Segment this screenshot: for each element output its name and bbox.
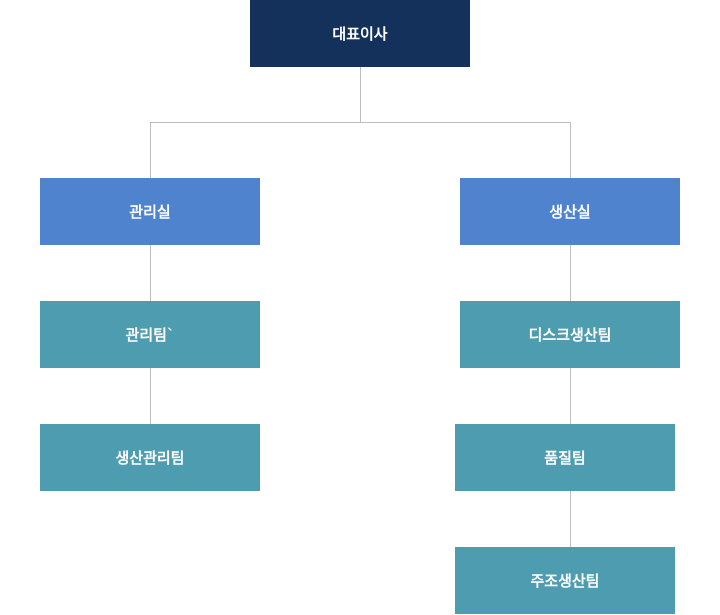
connector-to-dept-right [570, 122, 571, 178]
team-disc-production-label: 디스크생산팀 [528, 326, 612, 344]
team-management-box: 관리팀` [40, 301, 260, 368]
connector-right-team2-team3 [570, 491, 571, 547]
connector-horizontal [150, 122, 571, 123]
connector-right-team1-team2 [570, 368, 571, 424]
team-production-management-label: 생산관리팀 [115, 449, 185, 467]
dept-management-label: 관리실 [129, 203, 171, 221]
connector-root-down [360, 67, 361, 122]
team-quality-label: 품질팀 [544, 449, 586, 467]
team-casting-production-label: 주조생산팀 [530, 572, 600, 590]
team-production-management-box: 생산관리팀 [40, 424, 260, 491]
team-management-label: 관리팀` [125, 326, 175, 344]
dept-management-box: 관리실 [40, 178, 260, 245]
connector-to-dept-left [150, 122, 151, 178]
dept-production-box: 생산실 [460, 178, 680, 245]
team-casting-production-box: 주조생산팀 [455, 547, 675, 614]
ceo-box: 대표이사 [250, 0, 470, 67]
ceo-label: 대표이사 [332, 25, 388, 43]
team-quality-box: 품질팀 [455, 424, 675, 491]
team-disc-production-box: 디스크생산팀 [460, 301, 680, 368]
connector-left-team1-team2 [150, 368, 151, 424]
connector-right-dept-team1 [570, 245, 571, 301]
connector-left-dept-team1 [150, 245, 151, 301]
dept-production-label: 생산실 [549, 203, 591, 221]
